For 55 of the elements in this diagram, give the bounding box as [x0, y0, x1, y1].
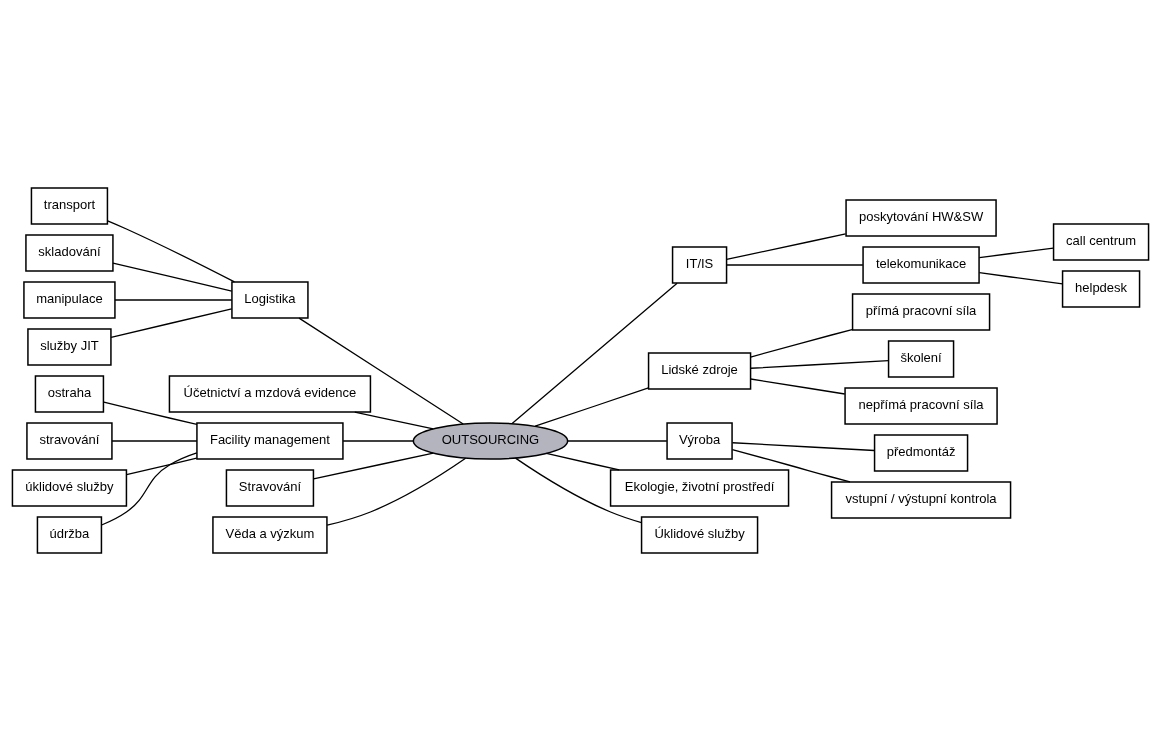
node-box: předmontáž — [873, 433, 969, 472]
node-box: Facility management — [196, 421, 344, 460]
node-box: poskytování HW&SW — [845, 198, 997, 237]
node-box: stravování — [26, 421, 113, 460]
connector — [978, 271, 1064, 285]
node-box: Lidské zdroje — [647, 351, 752, 390]
node-box: Stravování — [225, 468, 315, 507]
node-box: skladování — [25, 233, 114, 272]
connector — [110, 307, 233, 338]
connector — [567, 439, 668, 442]
node-ellipse: OUTSOURCING — [412, 421, 569, 460]
connector — [545, 452, 620, 471]
connector — [750, 359, 890, 369]
node-box: služby JIT — [27, 327, 112, 366]
node-box: vstupní / výstupní kontrola — [830, 480, 1012, 519]
connector — [725, 263, 864, 266]
node-box: ostraha — [34, 374, 105, 413]
node-box: transport — [30, 186, 109, 225]
connector — [354, 410, 434, 430]
node-box: helpdesk — [1061, 269, 1141, 308]
node-box: úklidové služby — [11, 468, 128, 507]
connector — [511, 282, 678, 424]
node-box: školení — [887, 339, 955, 378]
connector — [725, 232, 847, 260]
connector — [731, 448, 851, 483]
connector — [342, 439, 414, 442]
connector — [514, 456, 643, 523]
connector — [749, 328, 854, 358]
connector — [298, 317, 464, 425]
node-box: Výroba — [666, 421, 733, 460]
node-box: přímá pracovní síla — [851, 292, 991, 331]
connector — [750, 377, 846, 395]
connector — [326, 457, 467, 526]
node-box: Logistika — [231, 280, 309, 319]
connector — [978, 246, 1054, 258]
node-box: IT/IS — [671, 245, 728, 284]
connector — [731, 441, 875, 451]
connector — [107, 219, 236, 283]
node-box: údržba — [36, 515, 103, 554]
connector — [114, 298, 233, 301]
node-box: Úklidové služby — [640, 515, 759, 554]
connector — [312, 451, 434, 479]
connector — [100, 451, 198, 526]
node-box: Věda a výzkum — [212, 515, 328, 554]
node-box: manipulace — [23, 280, 116, 319]
node-box: Ekologie, životní prostředí — [609, 468, 790, 507]
node-box: call centrum — [1052, 222, 1150, 261]
connector — [534, 386, 650, 427]
connector — [103, 401, 198, 425]
node-box: telekomunikace — [862, 245, 980, 284]
node-box: Účetnictví a mzdová evidence — [168, 374, 372, 413]
node-box: nepřímá pracovní síla — [844, 386, 998, 425]
connector — [112, 261, 233, 292]
connector — [111, 439, 198, 442]
connector — [125, 456, 198, 475]
